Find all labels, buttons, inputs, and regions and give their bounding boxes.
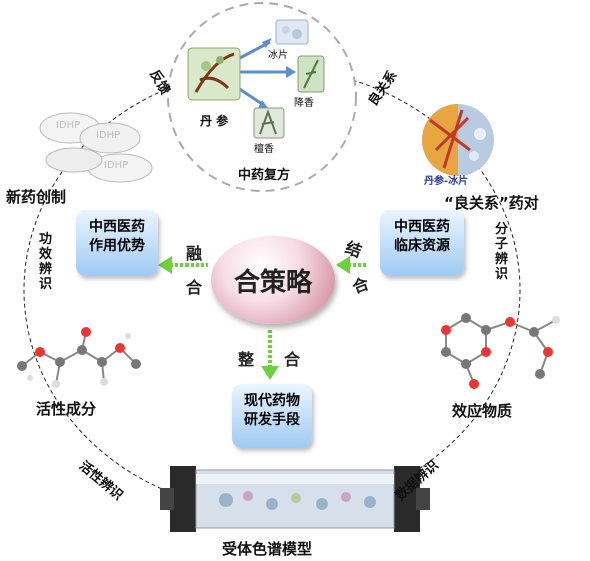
box-advantage: 中西医药 作用优势 bbox=[76, 210, 158, 276]
node-effect-substance: 效应物质 bbox=[452, 402, 513, 420]
chromatography-column bbox=[160, 466, 430, 532]
active-molecule-atoms bbox=[17, 327, 141, 388]
chip-label-3: IDHP bbox=[104, 160, 129, 171]
arc-label-molecular: 分子辨识 bbox=[494, 222, 509, 282]
target-label-2: 降香 bbox=[294, 98, 314, 109]
node-new-drug: 新药创制 bbox=[6, 188, 67, 206]
arrow-left-fusion bbox=[158, 256, 208, 274]
molecular-text: 分子辨识 bbox=[494, 222, 508, 282]
compound-caption: 中药复方 bbox=[238, 168, 291, 183]
pair-tag: 丹参-冰片 bbox=[424, 176, 469, 187]
node-good-relation: “良关系”药对 bbox=[444, 194, 539, 212]
efficacy-text: 功效辨识 bbox=[38, 232, 52, 292]
arrow-right-combine bbox=[336, 256, 368, 274]
tablets-image bbox=[39, 112, 153, 183]
source-label: 丹 参 bbox=[200, 114, 229, 128]
arrow-bottom-char-2: 合 bbox=[284, 350, 301, 369]
active-molecule-image bbox=[21, 331, 137, 385]
target-label-1: 冰片 bbox=[268, 50, 288, 61]
effect-molecule-atoms bbox=[441, 313, 560, 389]
arrow-left-char-1: 融 bbox=[186, 244, 203, 263]
chip-label-1: IDHP bbox=[56, 120, 81, 131]
danshen-bingpian-image bbox=[422, 104, 494, 176]
center-strategy: 合策略 bbox=[211, 236, 335, 324]
arc-label-efficacy: 功效辨识 bbox=[38, 232, 53, 292]
chip-label-2: IDHP bbox=[96, 130, 121, 141]
node-chromatography: 受体色谱模型 bbox=[222, 540, 313, 558]
target-label-3: 檀香 bbox=[254, 144, 274, 155]
box-resources: 中西医药 临床资源 bbox=[380, 210, 464, 276]
box-research: 现代药物 研发手段 bbox=[232, 384, 312, 448]
arrow-bottom-char-1: 整 bbox=[238, 350, 255, 369]
arrow-bottom-integrate bbox=[261, 330, 279, 380]
arrow-to-tanxiang bbox=[237, 86, 263, 106]
node-active-component: 活性成分 bbox=[36, 400, 97, 418]
arrow-left-char-2: 合 bbox=[186, 278, 203, 297]
bingpian-image bbox=[275, 19, 309, 45]
